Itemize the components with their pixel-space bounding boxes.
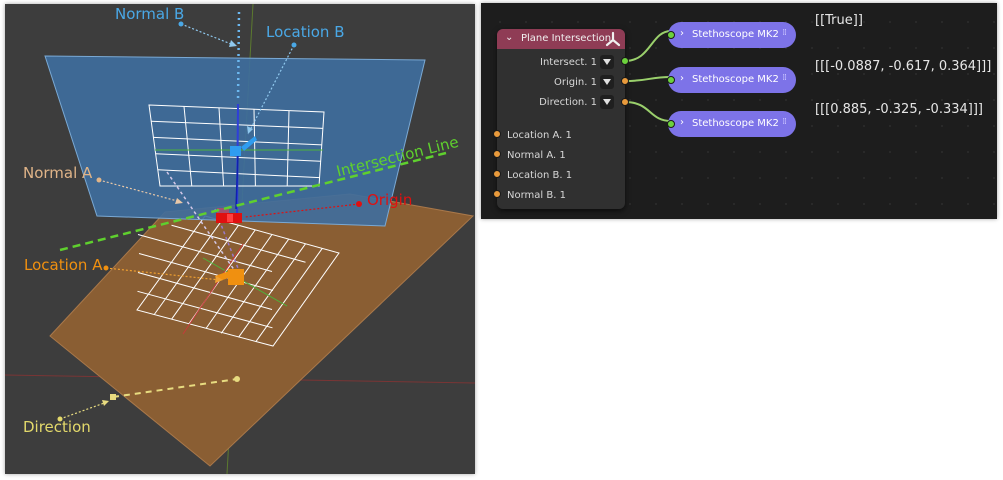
direction-leader bbox=[59, 401, 108, 420]
location-b-label: Location B bbox=[266, 23, 345, 41]
direction-line bbox=[112, 378, 238, 398]
wire-direction bbox=[624, 101, 672, 122]
origin-marker-center bbox=[227, 214, 233, 222]
output-row-origin: Origin. 1 bbox=[554, 74, 614, 90]
origin-label: Origin bbox=[367, 191, 413, 209]
normal-b-leader bbox=[180, 23, 237, 47]
stethoscope-1-result: [[True]] bbox=[815, 13, 863, 28]
normal-a-leader-arrow bbox=[175, 198, 183, 204]
input-socket-location-a[interactable] bbox=[493, 130, 501, 138]
direction-start-marker bbox=[110, 394, 116, 400]
node-editor[interactable]: ⌄ Plane Intersection Intersect. 1 Origin… bbox=[481, 3, 997, 219]
input-socket-normal-b[interactable] bbox=[493, 190, 501, 198]
input-label-normal-a: Normal A. 1 bbox=[507, 150, 566, 161]
output-label-origin: Origin. 1 bbox=[554, 76, 597, 88]
grip-icon: ⁞⁞ bbox=[782, 73, 787, 83]
output-dropdown-origin[interactable] bbox=[600, 75, 614, 89]
origin-leader-dot bbox=[356, 201, 362, 207]
origin-leader bbox=[244, 203, 360, 218]
direction-leader-arrow bbox=[102, 400, 109, 406]
input-socket-normal-a[interactable] bbox=[493, 150, 501, 158]
grip-icon: ⁞⁞ bbox=[782, 28, 787, 38]
grid-a bbox=[136, 215, 340, 347]
grip-icon: ⁞⁞ bbox=[782, 117, 787, 127]
dropdown-arrow-icon bbox=[603, 79, 611, 85]
direction-leader-dot bbox=[57, 416, 63, 422]
location-b-leader-dot bbox=[291, 42, 297, 48]
stethoscope-3-result: [[[0.885, -0.325, -0.334]]] bbox=[815, 102, 983, 117]
input-label-location-a: Location A. 1 bbox=[507, 130, 572, 141]
stethoscope-title: Stethoscope MK2 bbox=[692, 29, 779, 40]
output-socket-direction[interactable] bbox=[621, 98, 629, 106]
node-title: Plane Intersection bbox=[521, 33, 612, 44]
stethoscope-2-result: [[[-0.0887, -0.617, 0.364]]] bbox=[815, 59, 992, 74]
viewport-scene bbox=[5, 4, 475, 474]
output-row-direction: Direction. 1 bbox=[539, 94, 614, 110]
input-label-location-b: Location B. 1 bbox=[507, 170, 573, 181]
normal-b-label: Normal B bbox=[115, 5, 185, 23]
location-a-leader-arrow bbox=[215, 276, 223, 283]
stethoscope-node-2[interactable]: › Stethoscope MK2 ⁞⁞ bbox=[668, 67, 796, 93]
normal-a-leader-dot bbox=[96, 177, 102, 183]
stethoscope-title: Stethoscope MK2 bbox=[692, 74, 779, 85]
wire-intersect bbox=[624, 30, 672, 62]
stethoscope-collapse-chevron-icon[interactable]: › bbox=[680, 73, 684, 84]
location-b-marker bbox=[230, 146, 241, 156]
dropdown-arrow-icon bbox=[603, 99, 611, 105]
output-label-direction: Direction. 1 bbox=[539, 96, 597, 108]
output-socket-origin[interactable] bbox=[621, 77, 629, 85]
stethoscope-node-3[interactable]: › Stethoscope MK2 ⁞⁞ bbox=[668, 111, 796, 137]
grid-a-green-axis bbox=[202, 257, 288, 307]
plane-a bbox=[49, 193, 475, 467]
grid-a-red-axis bbox=[182, 243, 244, 335]
location-a-marker bbox=[228, 269, 244, 285]
location-a-label: Location A bbox=[24, 256, 103, 274]
location-b-arrow bbox=[241, 136, 257, 151]
output-socket-intersect[interactable] bbox=[621, 57, 629, 65]
dropdown-arrow-icon bbox=[603, 59, 611, 65]
stethoscope-2-input-socket[interactable] bbox=[667, 76, 675, 84]
normal-a-label: Normal A bbox=[23, 164, 93, 182]
location-a-leader bbox=[105, 267, 221, 281]
normal-b-leader-arrow bbox=[229, 40, 237, 47]
node-header[interactable]: ⌄ Plane Intersection bbox=[497, 29, 625, 49]
normal-b-axis-dark bbox=[235, 153, 239, 210]
stethoscope-collapse-chevron-icon[interactable]: › bbox=[680, 117, 684, 128]
output-dropdown-intersect[interactable] bbox=[600, 55, 614, 69]
stethoscope-collapse-chevron-icon[interactable]: › bbox=[680, 28, 684, 39]
stethoscope-title: Stethoscope MK2 bbox=[692, 118, 779, 129]
stethoscope-node-1[interactable]: › Stethoscope MK2 ⁞⁞ bbox=[668, 22, 796, 48]
location-a-leader-dot bbox=[103, 265, 109, 271]
plane-intersection-node[interactable]: ⌄ Plane Intersection Intersect. 1 Origin… bbox=[497, 29, 625, 209]
node-wires bbox=[624, 30, 672, 122]
output-row-intersect: Intersect. 1 bbox=[540, 54, 614, 70]
location-connector-line bbox=[166, 171, 238, 275]
collapse-chevron-icon[interactable]: ⌄ bbox=[505, 32, 514, 43]
output-label-intersect: Intersect. 1 bbox=[540, 56, 597, 68]
wire-origin bbox=[624, 76, 672, 82]
input-socket-location-b[interactable] bbox=[493, 170, 501, 178]
output-dropdown-direction[interactable] bbox=[600, 95, 614, 109]
location-b-leader bbox=[247, 44, 295, 135]
stethoscope-3-input-socket[interactable] bbox=[667, 120, 675, 128]
normal-b-leader-dot bbox=[178, 21, 184, 27]
direction-end-marker bbox=[234, 376, 240, 382]
stethoscope-1-input-socket[interactable] bbox=[667, 31, 675, 39]
3d-viewport[interactable]: Normal B Location B Normal A Intersectio… bbox=[5, 4, 475, 474]
location-b-leader-arrow bbox=[247, 126, 253, 134]
input-label-normal-b: Normal B. 1 bbox=[507, 190, 566, 201]
intersection-line bbox=[59, 150, 451, 252]
direction-label: Direction bbox=[23, 418, 91, 436]
